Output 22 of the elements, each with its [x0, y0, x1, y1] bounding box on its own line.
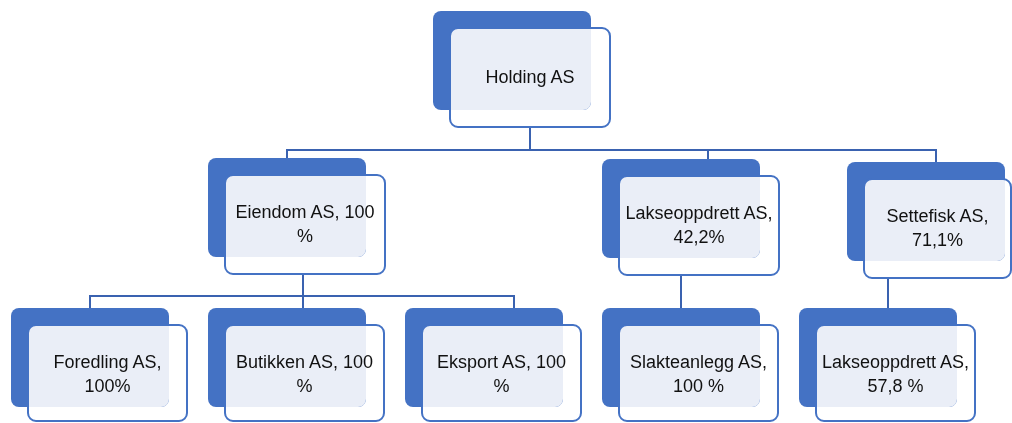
- company-box: [405, 308, 582, 422]
- company-name: Lakseoppdrett AS, 42,2%: [624, 202, 774, 249]
- company-box: [602, 159, 780, 276]
- company-name: Settefisk AS, 71,1%: [885, 205, 990, 252]
- company-name: Foredling AS, 100%: [52, 351, 163, 398]
- company-box: [208, 158, 386, 275]
- company-name: Slakteanlegg AS, 100 %: [628, 351, 769, 398]
- company-box: [11, 308, 188, 422]
- connector-line: [529, 127, 937, 163]
- company-name: Holding AS: [485, 66, 575, 89]
- company-box: [208, 308, 385, 422]
- connector-line: [302, 274, 515, 309]
- company-name: Butikken AS, 100 %: [234, 351, 375, 398]
- company-box: [602, 308, 779, 422]
- company-name: Lakseoppdrett AS, 57,8 %: [820, 351, 971, 398]
- company-name: Eiendom AS, 100 %: [234, 201, 376, 248]
- connector-line: [680, 275, 682, 309]
- company-box: [847, 162, 1012, 279]
- company-box: [433, 11, 611, 128]
- connector-line: [887, 278, 889, 309]
- company-name: Eksport AS, 100 %: [435, 351, 568, 398]
- company-box: [799, 308, 976, 422]
